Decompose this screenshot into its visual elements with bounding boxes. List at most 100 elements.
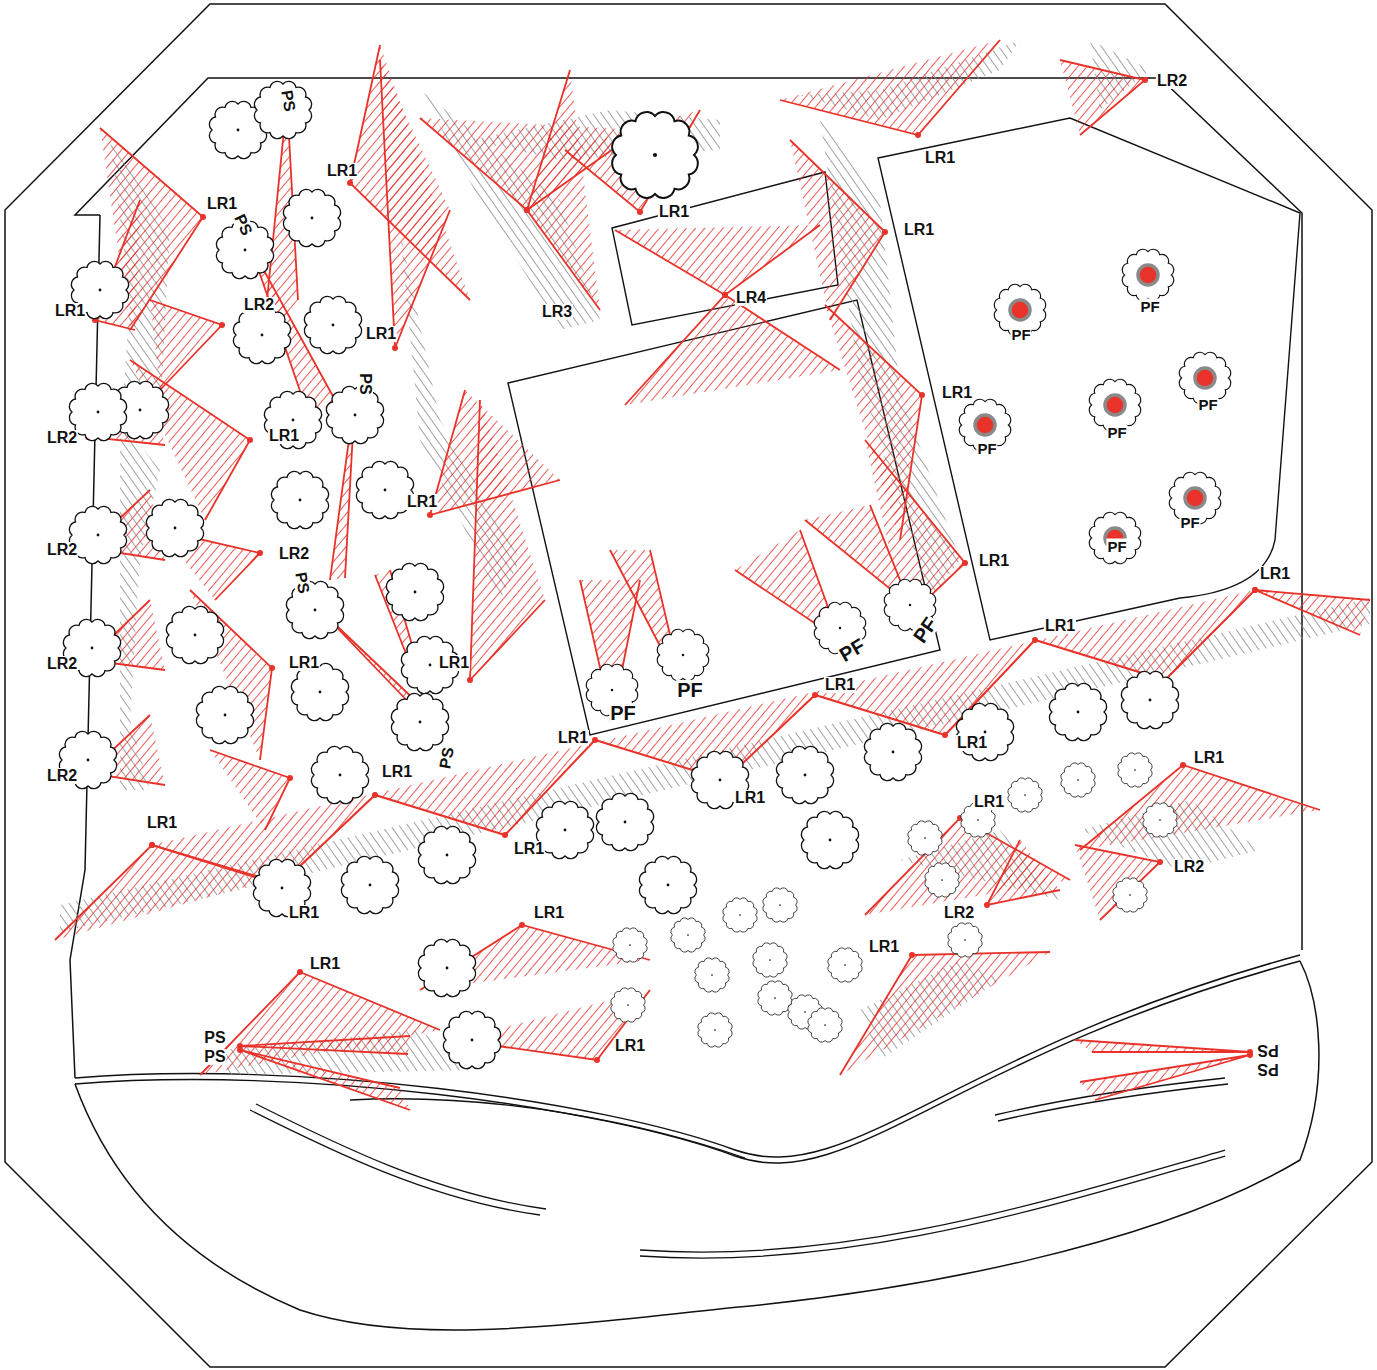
view-label: LR1: [903, 222, 935, 238]
tree-symbol: [283, 189, 340, 246]
view-label: LR1: [956, 735, 988, 751]
view-cone: [625, 295, 840, 405]
view-label: LR1: [941, 385, 973, 401]
tree-symbol: [639, 856, 696, 913]
view-label: LR3: [541, 304, 573, 320]
tree-symbol: [908, 821, 942, 855]
view-label: LR1: [824, 677, 856, 693]
tree-symbol: [166, 606, 223, 663]
tree-symbol: [698, 1013, 732, 1047]
tree-symbol: [1118, 753, 1152, 787]
view-cone: [565, 110, 700, 212]
tree-symbol: [443, 1011, 500, 1068]
tree-symbol: [1061, 763, 1095, 797]
view-label: PF: [1179, 515, 1200, 530]
tree-symbol: [1122, 249, 1173, 300]
view-label: LR1: [557, 730, 589, 746]
tree-symbol: [418, 826, 475, 883]
view-cone: [527, 70, 600, 310]
view-cone: [200, 972, 440, 1075]
view-label: LR1: [658, 204, 690, 220]
view-label: PS: [357, 372, 373, 395]
view-label: LR1: [268, 428, 300, 444]
tree-symbol: [1143, 803, 1177, 837]
tree-symbol: [612, 112, 698, 198]
tree-symbol: [956, 703, 1013, 760]
tree-symbol: [776, 746, 833, 803]
view-label: LR1: [1044, 618, 1076, 634]
tree-symbol: [657, 629, 708, 680]
tree-symbol: [196, 686, 253, 743]
view-label: LR1: [146, 815, 178, 831]
tree-symbol: [1089, 512, 1140, 563]
view-label: PS: [1256, 1042, 1279, 1058]
tree-symbol: [758, 981, 792, 1015]
view-label: LR1: [1259, 566, 1291, 582]
tree-marker: [1138, 265, 1158, 285]
tree-symbol: [925, 863, 959, 897]
view-cone: [240, 1050, 410, 1110]
view-cone: [615, 225, 820, 295]
road-edge: [75, 955, 1300, 1157]
tree-symbol: [828, 948, 862, 982]
view-cone: [780, 40, 1000, 135]
view-label: LR1: [326, 163, 358, 179]
view-label: PF: [976, 441, 997, 456]
view-label: PF: [835, 634, 869, 665]
tree-symbol: [753, 943, 787, 977]
tree-symbol: [808, 1008, 842, 1042]
tree-symbol: [801, 811, 858, 868]
tree-symbol: [264, 391, 321, 448]
tree-symbol: [341, 856, 398, 913]
tree-symbol: [1113, 878, 1147, 912]
view-label: PS: [203, 1030, 226, 1046]
view-cone: [790, 140, 885, 320]
view-label: LR1: [924, 150, 956, 166]
outer-boundary: [5, 4, 1372, 1367]
view-label: PF: [1106, 425, 1127, 440]
view-cone: [470, 400, 545, 680]
tree-symbol: [763, 888, 797, 922]
tree-symbol: [386, 563, 443, 620]
tree-marker: [1105, 395, 1125, 415]
view-cone: [1075, 1040, 1250, 1052]
view-cone: [1075, 845, 1160, 920]
view-label: LR1: [973, 794, 1005, 810]
view-label: LR1: [868, 939, 900, 955]
lower-boundary: [75, 961, 1319, 1330]
view-label: LR2: [46, 542, 78, 558]
tree-symbol: [596, 793, 653, 850]
view-label: LR2: [46, 656, 78, 672]
view-label: PS: [437, 745, 457, 771]
view-label: LR1: [1193, 750, 1225, 766]
tree-symbol: [864, 723, 921, 780]
view-cone: [1080, 765, 1320, 850]
tree-symbol: [1049, 683, 1106, 740]
tree-symbol: [1121, 671, 1178, 728]
view-label: PF: [909, 613, 941, 647]
view-label: LR1: [438, 655, 470, 671]
tree-symbol: [233, 306, 290, 363]
tree-symbol: [326, 386, 383, 443]
tree-symbol: [304, 296, 361, 353]
tree-symbol: [695, 958, 729, 992]
tree-symbol: [948, 923, 982, 957]
view-cone: [1060, 60, 1145, 135]
view-label: LR1: [365, 326, 397, 342]
tree-marker: [975, 415, 995, 435]
view-label: LR2: [1173, 859, 1205, 875]
view-label: LR1: [406, 494, 438, 510]
tree-marker: [1195, 368, 1215, 388]
view-label: PF: [1106, 539, 1127, 554]
lane-line: [256, 1104, 546, 1209]
view-label: PF: [1010, 327, 1031, 342]
view-label: LR2: [278, 546, 310, 562]
view-label: LR1: [614, 1038, 646, 1054]
view-label: LR2: [46, 768, 78, 784]
view-label: LR1: [978, 553, 1010, 569]
road-edge: [75, 961, 1300, 1163]
view-label: LR1: [309, 956, 341, 972]
view-label: PS: [231, 211, 255, 239]
tree-symbol: [611, 988, 645, 1022]
view-label: LR1: [533, 905, 565, 921]
